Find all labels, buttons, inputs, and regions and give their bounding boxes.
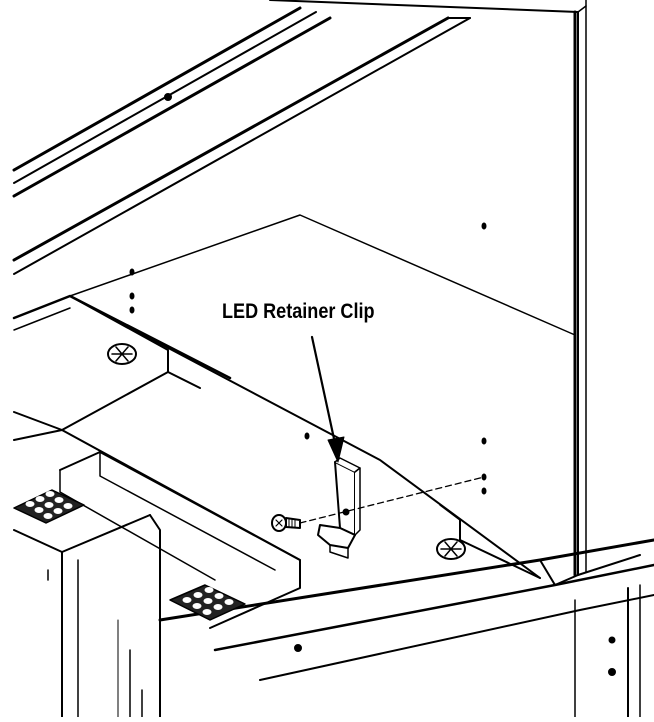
- rail-screw-hole: [608, 668, 616, 676]
- rail-screw-hole: [608, 636, 616, 644]
- retainer-clip-icon: [317, 457, 361, 559]
- alignment-dashed-line: [299, 476, 485, 524]
- connector-block-icon: [169, 584, 246, 621]
- front-rail: [158, 538, 654, 718]
- top-frame-rails: [12, 6, 471, 275]
- rail-screw-hole: [294, 644, 302, 652]
- callout-leader-arrow: [310, 335, 345, 463]
- screw-icon: [271, 514, 301, 532]
- callout-label: LED Retainer Clip: [222, 300, 375, 323]
- floor-plate: [13, 214, 576, 629]
- panel-mounting-holes: [129, 222, 487, 495]
- connector-block-icon: [13, 489, 85, 524]
- rail-screw-hole: [164, 93, 172, 101]
- lower-housing: [13, 514, 161, 718]
- grommet-icon: [107, 343, 137, 365]
- back-panel: [269, 0, 641, 586]
- grommet-icon: [436, 538, 466, 560]
